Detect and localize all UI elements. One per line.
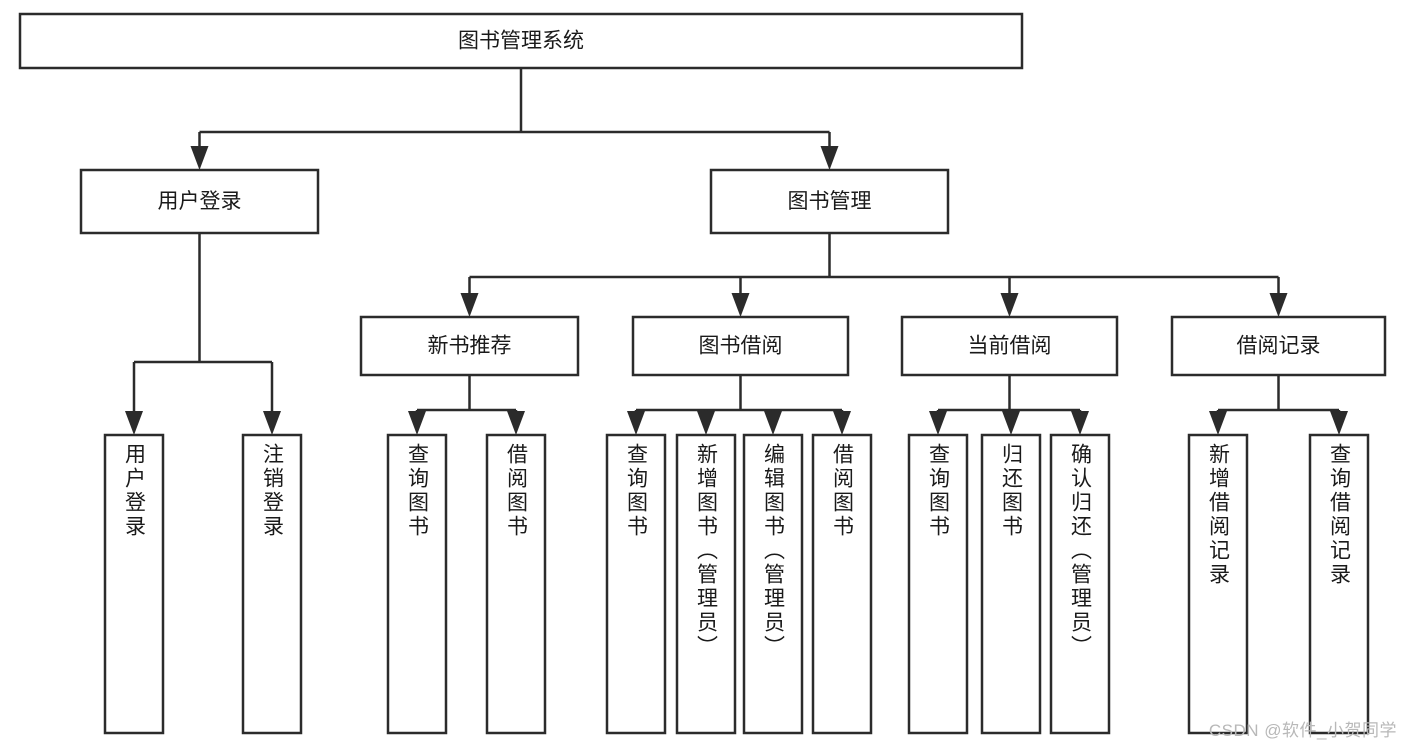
leaf-branch-图书借阅-arrow-3	[833, 411, 851, 435]
leaf-edit-book[interactable]	[742, 433, 804, 735]
leaf-branch-当前借阅-arrow-0	[929, 411, 947, 435]
node-new-book-recommend[interactable]	[359, 315, 580, 377]
leaf-branch-借阅记录-arrow-1	[1330, 411, 1348, 435]
leaf-branch-图书借阅-arrow-1	[697, 411, 715, 435]
leaf-user-login[interactable]	[103, 433, 165, 735]
node-book-borrow-label: 图书借阅	[699, 335, 783, 358]
leaf-branch-借阅记录-arrow-0	[1209, 411, 1227, 435]
root-to-l2-arrow-0	[190, 146, 209, 170]
leaf-borrow-book-rec[interactable]	[485, 433, 547, 735]
leaf-borrow-book[interactable]	[811, 433, 873, 735]
leaf-branch-新书推荐-arrow-1	[507, 411, 525, 435]
leaf-branch-图书借阅-arrow-0	[627, 411, 645, 435]
leaf-add-record[interactable]	[1187, 433, 1249, 735]
leaf-branch-用户登录-arrow-0	[125, 411, 143, 435]
node-current-borrow-label: 当前借阅	[968, 335, 1052, 358]
leaf-branch-当前借阅-arrow-1	[1002, 411, 1020, 435]
node-book-manage-label: 图书管理	[788, 190, 872, 213]
node-boxes	[18, 12, 1387, 735]
bookmanage-to-l3-arrow-1	[731, 293, 750, 317]
root-to-l2-arrow-1	[820, 146, 839, 170]
node-current-borrow[interactable]	[900, 315, 1119, 377]
node-book-manage[interactable]	[709, 168, 950, 235]
node-user-login-label: 用户登录	[158, 190, 242, 213]
leaf-branch-新书推荐-arrow-0	[408, 411, 426, 435]
bookmanage-to-l3-arrow-0	[460, 293, 479, 317]
bookmanage-to-l3-arrow-2	[1000, 293, 1019, 317]
leaf-query-book-rec[interactable]	[386, 433, 448, 735]
node-user-login[interactable]	[79, 168, 320, 235]
node-root[interactable]	[18, 12, 1024, 70]
node-root-label: 图书管理系统	[458, 30, 584, 53]
leaf-add-book[interactable]	[675, 433, 737, 735]
node-new-book-recommend-label: 新书推荐	[428, 335, 512, 358]
leaf-query-book[interactable]	[605, 433, 667, 735]
watermark-text: CSDN @软件_小贺同学	[1208, 721, 1397, 740]
leaf-branch-图书借阅-arrow-2	[764, 411, 782, 435]
leaf-query-book-cur[interactable]	[907, 433, 969, 735]
leaf-branch-用户登录-arrow-1	[263, 411, 281, 435]
node-book-borrow[interactable]	[631, 315, 850, 377]
node-borrow-record[interactable]	[1170, 315, 1387, 377]
leaf-return-book[interactable]	[980, 433, 1042, 735]
leaf-branch-当前借阅-arrow-2	[1071, 411, 1089, 435]
leaf-query-record[interactable]	[1308, 433, 1370, 735]
connector-lines	[125, 68, 1348, 435]
node-borrow-record-label: 借阅记录	[1237, 335, 1321, 358]
leaf-logout[interactable]	[241, 433, 303, 735]
bookmanage-to-l3-arrow-3	[1269, 293, 1288, 317]
leaf-confirm-return[interactable]	[1049, 433, 1111, 735]
